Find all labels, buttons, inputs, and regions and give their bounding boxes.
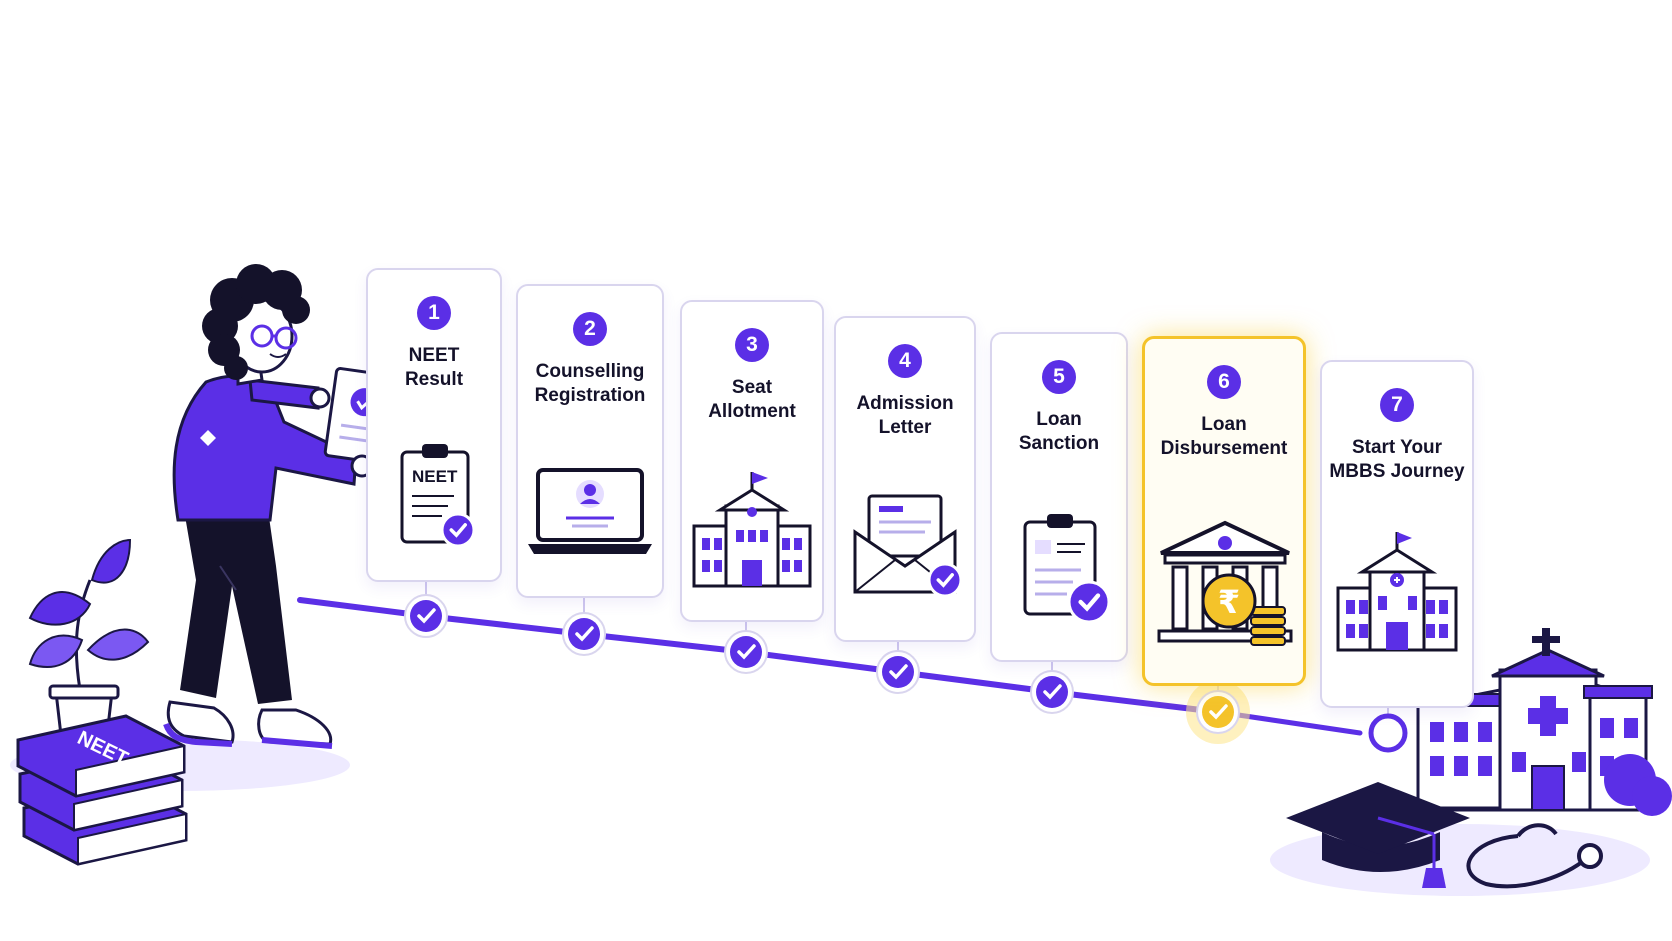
step-number-badge: 4: [888, 344, 922, 378]
clipboard-check-icon: NEET: [400, 444, 476, 548]
step-number-badge: 5: [1042, 360, 1076, 394]
step-number-badge: 7: [1380, 388, 1414, 422]
rupee-symbol: ₹: [1218, 583, 1240, 621]
graduation-cap-icon: [1286, 782, 1470, 888]
timeline-nodes: [404, 582, 1408, 753]
step-check-node-6: [1186, 680, 1250, 744]
step-number-badge: 1: [417, 296, 451, 330]
step-check-node-3: [724, 630, 768, 674]
bank-rupee-coins-icon: ₹: [1157, 520, 1293, 646]
step-number-badge: 2: [573, 312, 607, 346]
book-stack-icon: NEET: [16, 714, 188, 866]
step-label: NEET Result: [404, 345, 464, 390]
step-open-node-7: [1368, 713, 1408, 753]
college-building-icon: [692, 472, 812, 588]
clipboard-text: NEET: [412, 467, 458, 486]
step-label: Loan Disbursement: [1160, 414, 1288, 459]
hospital-building-icon: [1336, 532, 1458, 652]
step-check-node-5: [1030, 670, 1074, 714]
document-check-icon: [1023, 514, 1111, 622]
step-check-node-2: [562, 612, 606, 656]
envelope-letter-check-icon: [853, 494, 963, 598]
step-label: Admission Letter: [856, 393, 954, 438]
step-label: Seat Allotment: [708, 377, 796, 422]
step-number-badge: 3: [735, 328, 769, 362]
stethoscope-icon: [1466, 823, 1603, 889]
potted-plant-icon: [28, 538, 150, 746]
step-check-node-1: [404, 594, 448, 638]
laptop-profile-icon: [528, 468, 652, 554]
step-check-node-4: [876, 650, 920, 694]
step-label: Start Your MBBS Journey: [1329, 437, 1465, 482]
step-label: Loan Sanction: [1018, 409, 1100, 454]
step-number-badge: 6: [1207, 365, 1241, 399]
step-label: Counselling Registration: [534, 361, 646, 406]
